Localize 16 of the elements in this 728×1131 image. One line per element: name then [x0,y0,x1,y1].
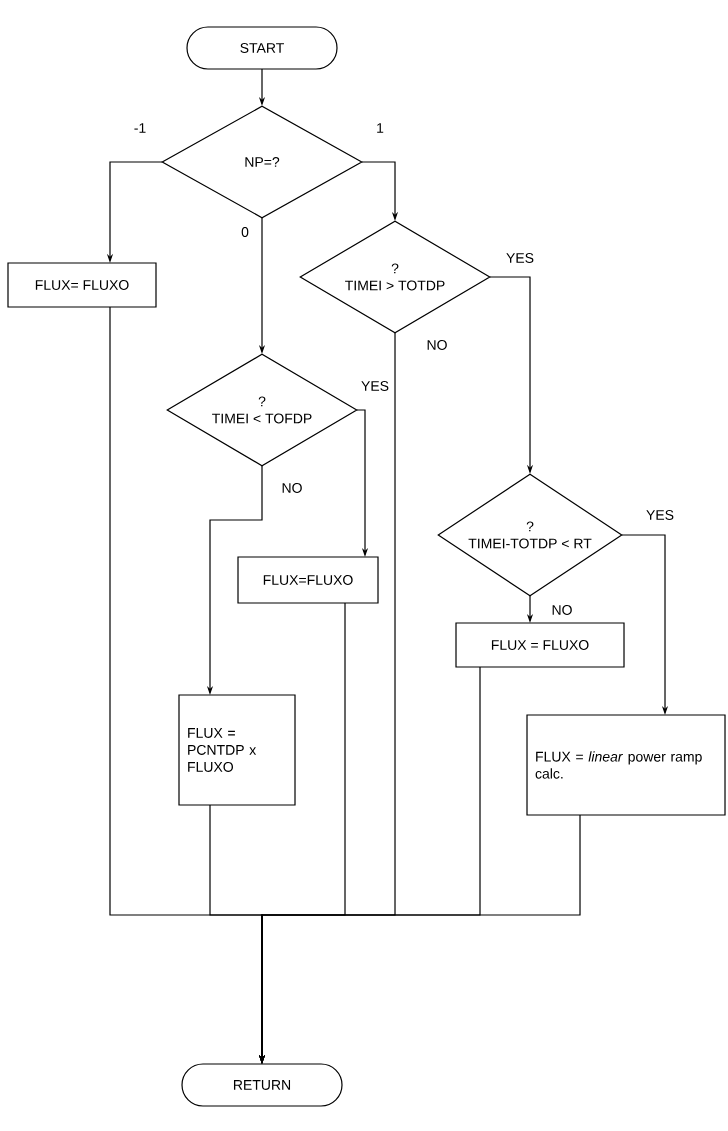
process-box: FLUX= FLUXO [7,262,157,308]
terminal-box: RETURN [181,1063,343,1107]
edge-label: 1 [375,122,385,134]
edge-label: YES [360,380,390,392]
edge-label: NO [280,482,304,494]
process-box: FLUX = FLUXO [455,622,625,668]
edge-label: -1 [132,122,148,134]
terminal-box: START [186,26,338,70]
edge-label: 0 [240,226,250,238]
edge-label: NO [425,339,449,351]
process-box: FLUX = linear power ramp calc. [526,714,726,816]
edge-label: YES [505,252,535,264]
process-box: FLUX=FLUXO [237,556,379,604]
edge-label: NO [550,604,574,616]
process-box: FLUX = PCNTDP x FLUXO [178,694,296,806]
edge-label: YES [645,509,675,521]
